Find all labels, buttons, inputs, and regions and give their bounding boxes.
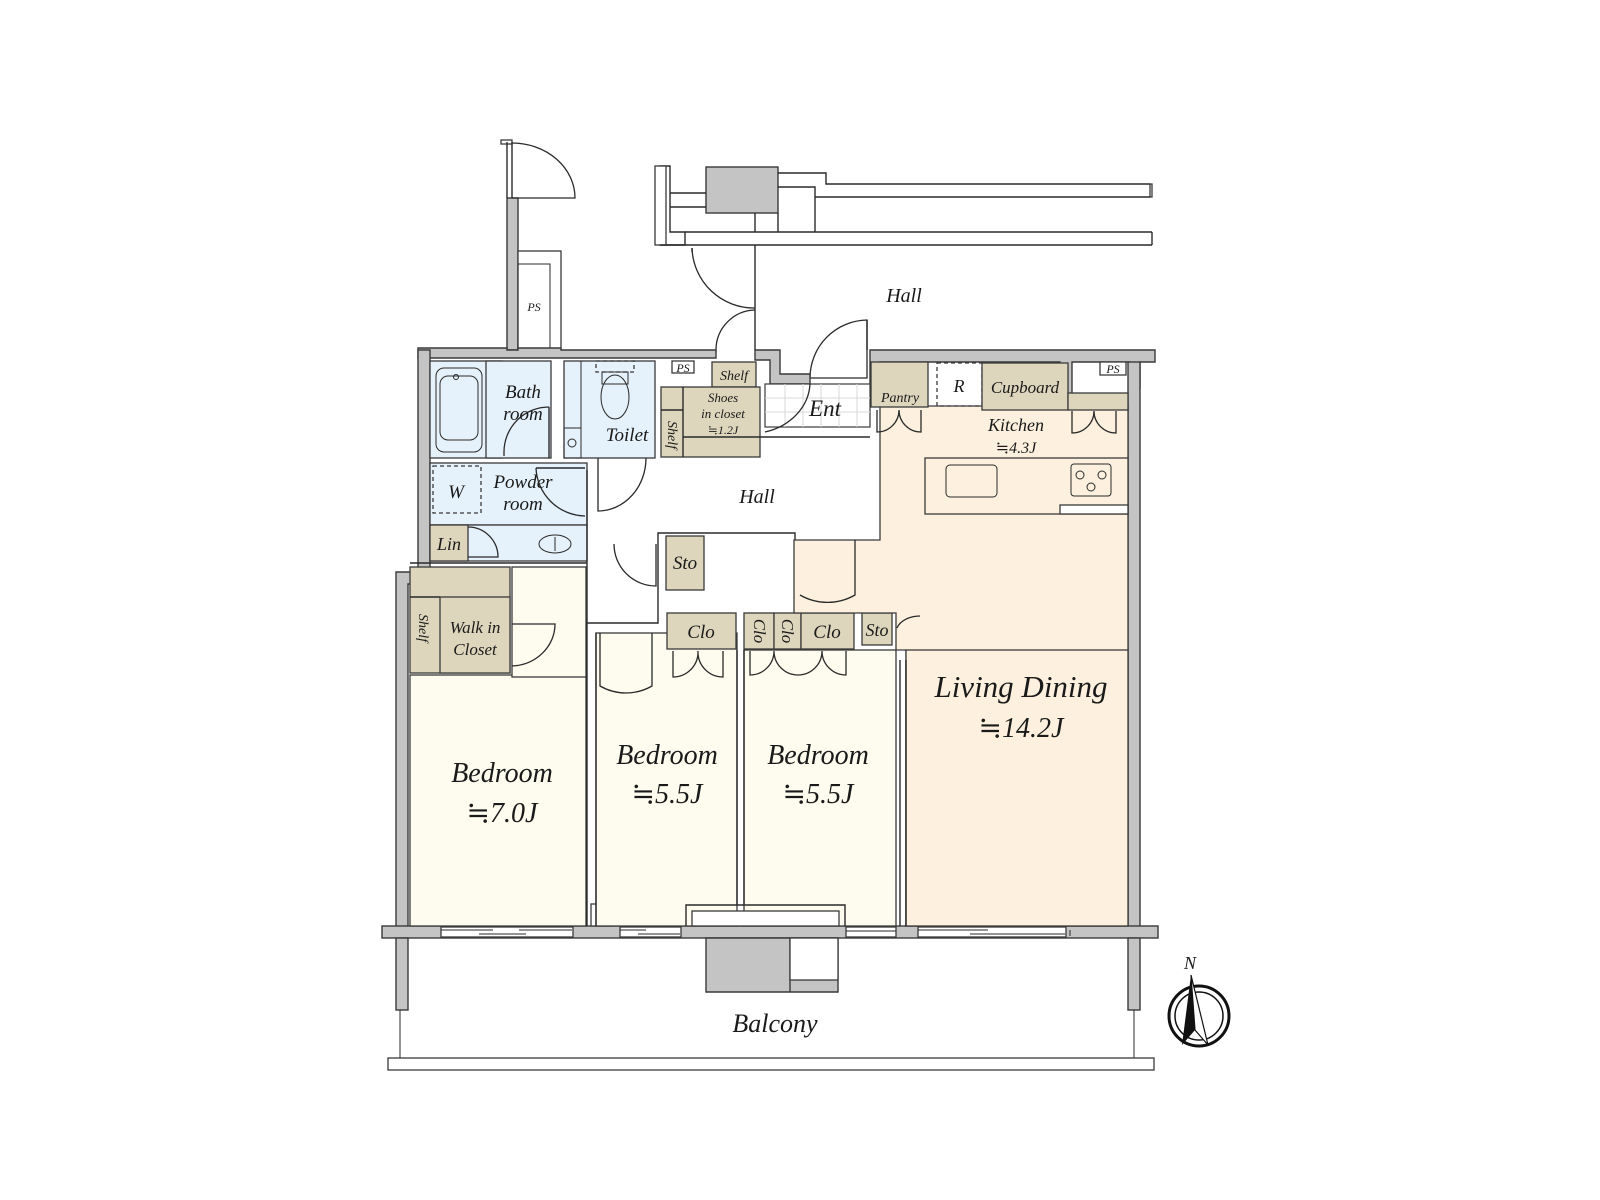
compass-icon: N <box>1167 953 1231 1048</box>
powder-label-1: Powder <box>492 472 553 493</box>
hall-inner-label: Hall <box>738 486 775 508</box>
powder-label-2: room <box>503 494 542 515</box>
door-swing-icon <box>799 540 856 604</box>
shelf-wic-label: Shelf <box>415 614 430 644</box>
bedroom-1-floor <box>409 674 587 927</box>
shelf-top <box>711 361 757 388</box>
storage-ldk <box>861 612 893 646</box>
sto-ldk-label: Sto <box>865 620 888 640</box>
closet-bed2 <box>666 612 737 650</box>
common-corridor: PS Hall <box>500 139 1153 379</box>
door-swing-icon <box>467 526 499 558</box>
shoes-label-2: in closet <box>701 406 745 421</box>
bedroom-1-label: Bedroom <box>451 758 553 789</box>
bedroom-3-label: Bedroom <box>767 740 869 771</box>
windows <box>440 926 1071 938</box>
ps-shaft <box>517 250 562 351</box>
refrigerator-label: R <box>953 376 965 396</box>
sto-hall-label: Sto <box>673 553 697 574</box>
door-swing-icon <box>511 623 556 667</box>
cupboard <box>981 362 1069 411</box>
bedroom-2-floor <box>595 632 738 927</box>
bedroom-3-floor <box>743 649 897 927</box>
door-swing-icon <box>503 406 550 456</box>
storage-hall <box>665 535 705 591</box>
cupboard-label: Cupboard <box>991 378 1060 397</box>
bedroom-3-area: ≒5.5J <box>783 779 855 810</box>
clo-bed3-a-label: Clo <box>750 619 769 644</box>
kitchen-label: Kitchen <box>987 415 1044 435</box>
pantry <box>870 361 929 408</box>
cupboard-door-icon <box>1071 410 1117 434</box>
door-swing-icon <box>715 309 756 352</box>
bathtub-icon <box>435 367 483 453</box>
sink-icon <box>538 534 572 554</box>
clo-bed2-label: Clo <box>687 622 714 643</box>
inner-hall: Hall Sto <box>537 470 796 624</box>
stove-icon <box>1070 463 1112 497</box>
bedroom-1: Shelf Walk in Closet Bedroom ≒7.0J <box>409 566 612 927</box>
linen-label: Lin <box>436 534 461 554</box>
ps-label: PS <box>526 300 540 314</box>
corridor-wall-left <box>506 197 519 351</box>
bath-label-1: Bath <box>505 382 541 403</box>
clo-bed3-c-label: Clo <box>813 622 840 643</box>
living-dining-area: ≒14.2J <box>979 713 1065 744</box>
washer-space <box>432 465 482 514</box>
mech-block <box>705 166 779 214</box>
partitions <box>410 562 597 926</box>
compass-north-label: N <box>1183 953 1197 973</box>
linen-closet <box>429 524 469 562</box>
shoes-area: ≒1.2J <box>708 423 739 437</box>
clo-bed3-b-label: Clo <box>778 619 797 644</box>
closet-door-icon <box>672 650 724 678</box>
door-swing-icon <box>691 247 756 309</box>
balcony-rail <box>387 1057 1155 1071</box>
shoes-closet <box>660 386 761 458</box>
entrance-label: Ent <box>808 396 842 421</box>
bath-room <box>485 360 552 459</box>
pantry-door-icon <box>876 409 922 433</box>
closet-door-icon <box>749 650 847 676</box>
door-swing-icon <box>511 142 576 199</box>
shoes-label-1: Shoes <box>708 390 738 405</box>
wet-areas: Bath room Toilet W Powder room Lin <box>429 360 656 562</box>
toilet-icon <box>600 374 630 420</box>
exterior-walls <box>381 347 1159 1071</box>
bath-label-2: room <box>503 404 542 425</box>
bedroom-2: Clo Bedroom ≒5.5J <box>595 612 738 927</box>
hall-outer-label: Hall <box>885 285 922 307</box>
living-dining-kitchen: Pantry R Cupboard PS Kitchen ≒4.3J Livin… <box>793 361 1129 927</box>
door-swing-icon <box>809 319 868 379</box>
shelf-top-label: Shelf <box>720 369 750 384</box>
door-swing-icon <box>599 633 653 694</box>
pantry-label: Pantry <box>880 391 920 406</box>
bedroom-2-label: Bedroom <box>616 740 718 771</box>
door-swing-icon <box>896 615 921 629</box>
bedroom-3: Clo Clo Clo Sto Bedroom ≒5.5J <box>685 612 897 927</box>
ps-label: PS <box>1105 362 1119 376</box>
powder-room <box>429 462 588 526</box>
toilet-label: Toilet <box>606 425 649 446</box>
bedroom-2-area: ≒5.5J <box>632 779 704 810</box>
living-dining-label: Living Dining <box>933 669 1107 704</box>
washer-label: W <box>448 482 466 503</box>
kitchen-sink-icon <box>945 464 998 498</box>
wic-label-2: Closet <box>453 640 498 659</box>
door-swing-icon <box>535 467 586 517</box>
wic-label-1: Walk in <box>450 618 501 637</box>
bedroom-1-area: ≒7.0J <box>467 798 539 829</box>
kitchen-area: ≒4.3J <box>996 440 1037 457</box>
shelf-side-label: Shelf <box>664 421 679 451</box>
entrance-tiles <box>764 383 871 428</box>
door-swing-icon <box>764 383 811 433</box>
balcony-label: Balcony <box>732 1009 818 1038</box>
entrance-area: PS Shelf Shelf Shoes in closet ≒1.2J Ent <box>660 360 871 458</box>
door-swing-icon <box>613 543 657 587</box>
paper-holder-icon <box>567 438 577 448</box>
ps-label: PS <box>675 361 689 375</box>
door-swing-icon <box>597 457 647 512</box>
